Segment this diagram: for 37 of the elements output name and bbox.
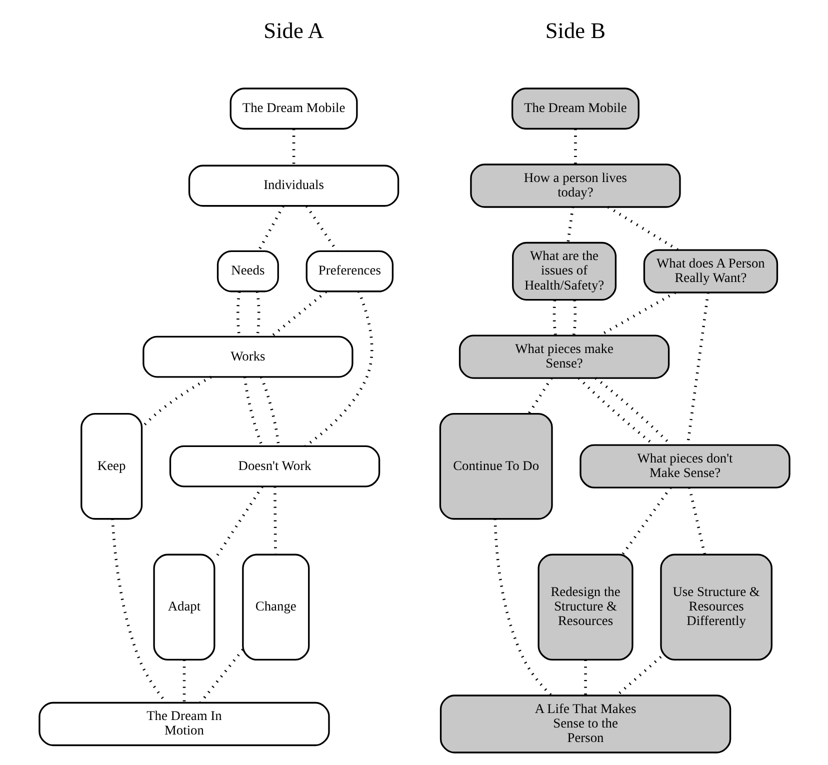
node-box: Individuals bbox=[188, 164, 399, 207]
connector bbox=[305, 205, 338, 252]
connector bbox=[493, 518, 552, 696]
node-box: Keep bbox=[80, 412, 142, 520]
label: Side B bbox=[544, 18, 606, 44]
node-box: Preferences bbox=[305, 250, 394, 292]
node-box: The Dream Mobile bbox=[229, 88, 358, 130]
node-box: Needs bbox=[216, 250, 278, 292]
connector bbox=[256, 206, 284, 252]
node-box: Redesign the Structure & Resources bbox=[537, 554, 633, 661]
connector bbox=[572, 300, 576, 336]
node-box: Works bbox=[142, 336, 353, 378]
node-box: Doesn't Work bbox=[168, 445, 380, 488]
connector bbox=[552, 300, 556, 336]
connector bbox=[270, 290, 326, 338]
node-box: What pieces don't Make Sense? bbox=[579, 444, 790, 488]
connector bbox=[688, 487, 706, 555]
node-box: A Life That Makes Sense to the Person bbox=[439, 694, 731, 754]
connector bbox=[620, 486, 672, 556]
connector bbox=[304, 290, 373, 448]
node-box: Continue To Do bbox=[438, 412, 552, 520]
node-box: The Dream In Motion bbox=[38, 702, 330, 746]
node-box: How a person lives today? bbox=[470, 164, 680, 208]
node-box: What pieces make Sense? bbox=[458, 334, 670, 379]
node-box: Use Structure & Resources Differently bbox=[660, 554, 772, 661]
connector bbox=[527, 377, 552, 414]
label: Side A bbox=[263, 18, 324, 44]
node-box: What are the issues of Health/Safety? bbox=[512, 242, 616, 301]
connector bbox=[566, 206, 574, 243]
connector bbox=[606, 206, 678, 252]
connector bbox=[110, 518, 167, 704]
node-box: Adapt bbox=[152, 554, 215, 661]
node-box: Change bbox=[242, 554, 310, 661]
node-box: The Dream Mobile bbox=[510, 88, 639, 130]
connector bbox=[198, 648, 244, 704]
connector bbox=[212, 486, 263, 561]
node-box: What does A Person Really Want? bbox=[642, 249, 778, 294]
